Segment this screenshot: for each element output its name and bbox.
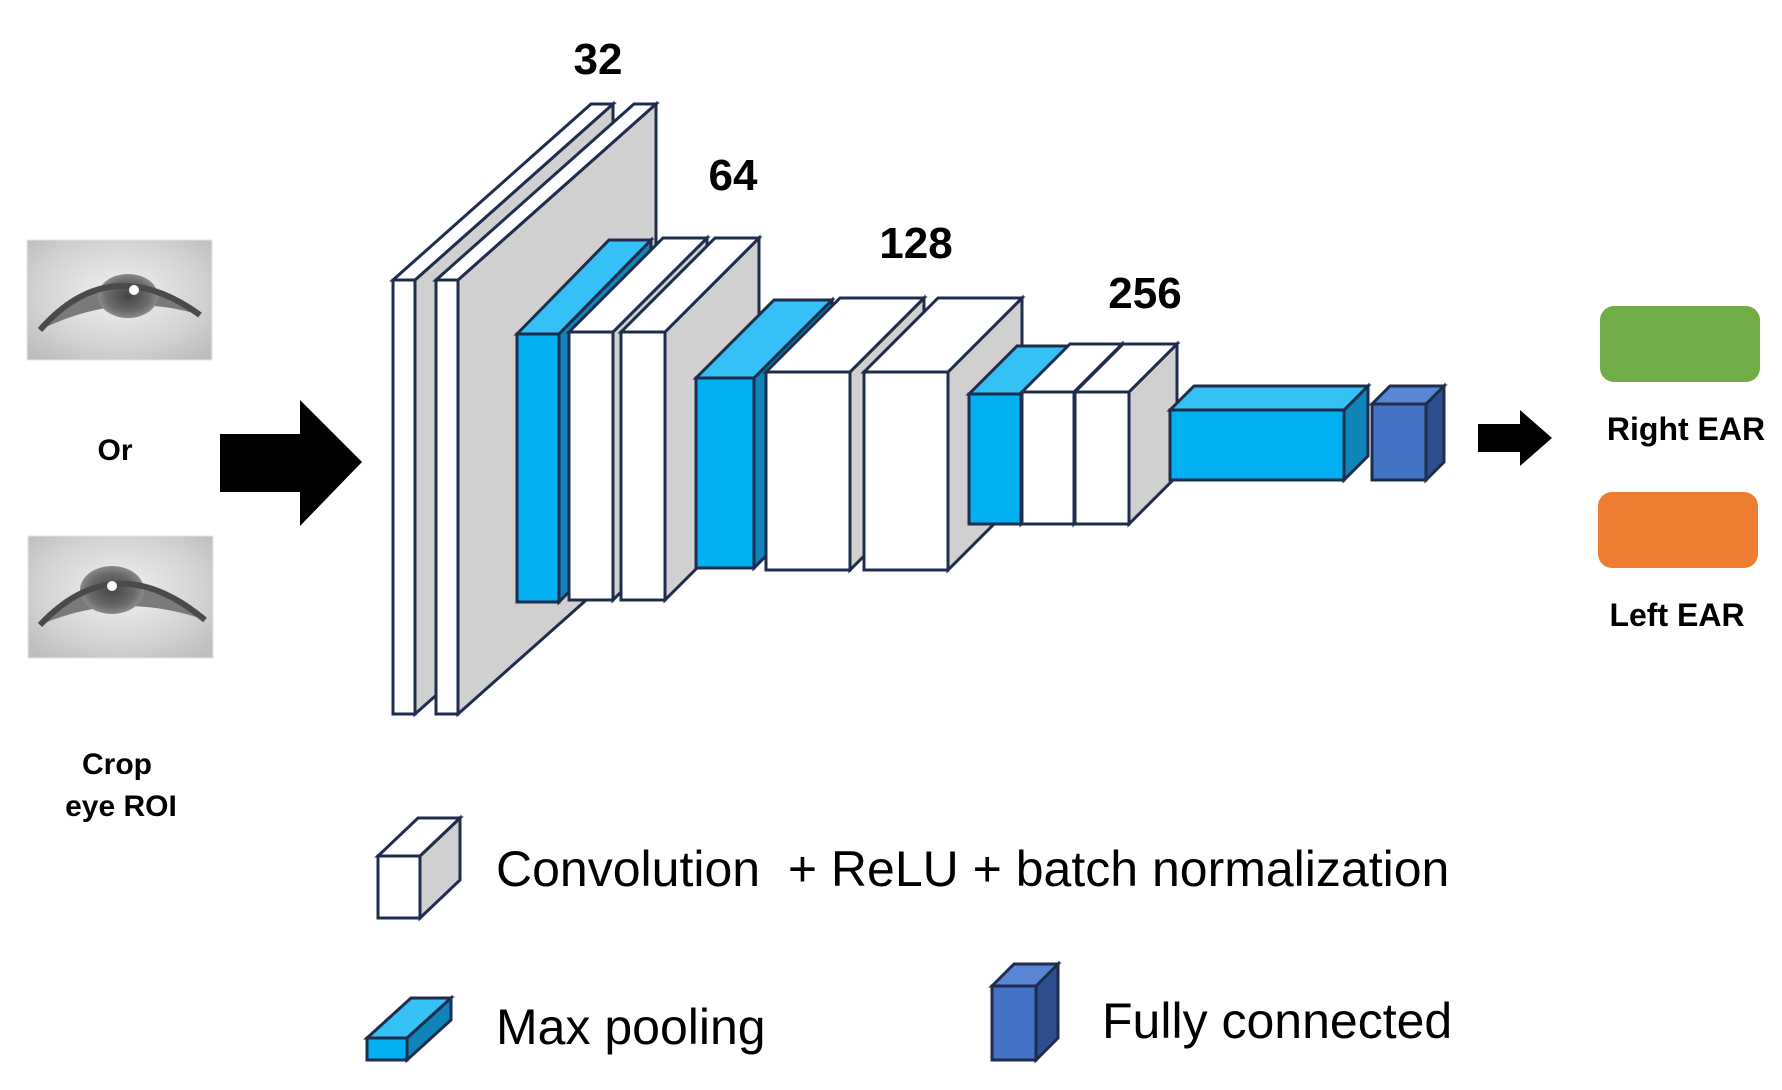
legend-pool-label: Max pooling (496, 999, 766, 1055)
crop-label-line1: Crop (82, 748, 152, 781)
stage2-maxpool-front (515, 332, 561, 604)
stage2-conv-1-front (567, 330, 615, 602)
stage1-conv-2-front (434, 278, 460, 716)
stage1-conv-1-front (391, 278, 417, 716)
fully-connected-front (1370, 402, 1428, 482)
or-label: Or (97, 434, 132, 467)
stage-label-256: 256 (1108, 269, 1181, 318)
legend-conv-icon (374, 814, 464, 922)
stage2-conv-2-front (619, 330, 667, 602)
legend-fc-icon-front (990, 984, 1038, 1062)
stage-label-32: 32 (574, 35, 623, 84)
stage3-conv-1-front (764, 370, 852, 572)
stage4-conv-2 (1071, 340, 1181, 528)
output-arrow (1478, 410, 1552, 466)
right-eye-image (26, 239, 213, 361)
fully-connected (1368, 382, 1448, 484)
stage-label-64: 64 (709, 151, 758, 200)
legend-icons (363, 814, 1062, 1064)
stage3-conv-2-front (862, 370, 950, 572)
network-layers (389, 100, 1448, 718)
stage4-conv-2-front (1073, 390, 1131, 526)
stage5-maxpool-front (1168, 408, 1346, 482)
stage5-maxpool (1166, 382, 1372, 484)
legend-pool-icon (363, 994, 455, 1064)
right-ear-label: Right EAR (1607, 411, 1765, 447)
stage4-maxpool-front (967, 392, 1023, 526)
input-arrow (220, 400, 362, 526)
stage-label-128: 128 (879, 219, 952, 268)
legend-conv-icon-front (376, 854, 422, 920)
legend-pool-icon-front (365, 1036, 409, 1062)
left-ear-label: Left EAR (1609, 597, 1744, 633)
legend-fc-icon (988, 960, 1062, 1064)
left-eye-image (27, 535, 214, 659)
stage4-conv-1-front (1020, 390, 1076, 526)
left-ear-swatch (1598, 492, 1758, 568)
right-ear-swatch (1600, 306, 1760, 382)
stage3-maxpool-front (694, 376, 756, 570)
crop-label-line2: eye ROI (65, 790, 177, 823)
legend-fc-label: Fully connected (1102, 993, 1452, 1049)
legend-conv-label: Convolution + ReLU + batch normalization (496, 841, 1449, 897)
stage5-maxpool-top (1166, 384, 1372, 412)
